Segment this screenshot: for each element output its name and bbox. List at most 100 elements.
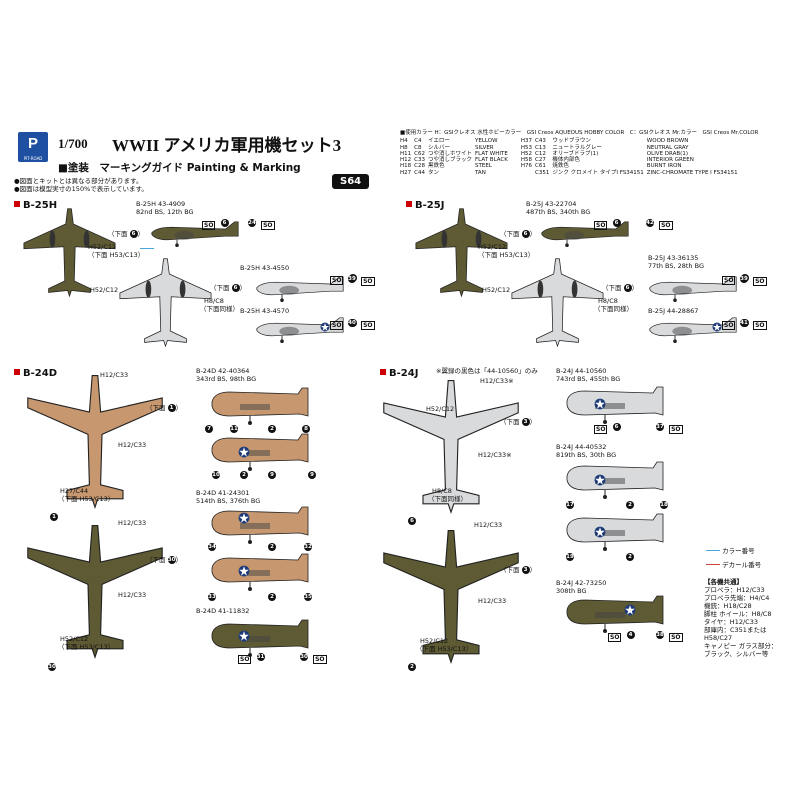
roundel-icon bbox=[320, 322, 330, 332]
b24d-aircraft-3-label: B-24D 41-11832 bbox=[196, 607, 250, 615]
b24j-color-callout-under: （下面 H53/C13） bbox=[416, 645, 473, 653]
decal-number: 2 bbox=[408, 656, 416, 675]
b24d-decal-row: 10 bbox=[212, 470, 220, 479]
b24d-color-callout-under: （下面 H53/C13） bbox=[58, 495, 115, 503]
b24d-decal-row: 7 bbox=[205, 418, 213, 437]
b24d-decal-row: 9 bbox=[308, 464, 316, 483]
section-title-b24j: B-24J bbox=[380, 368, 418, 379]
b24j-color-callout: H52/C12 bbox=[420, 637, 449, 645]
roundel-icon bbox=[238, 565, 250, 577]
roundel-icon bbox=[594, 474, 606, 486]
b25j-decal-group: 39 SO bbox=[740, 274, 767, 286]
b25j-underside-note: （下面 6） bbox=[602, 284, 639, 292]
common-line: 脚柱 ホイール：H8/C8 bbox=[704, 610, 772, 618]
b24j-underside-note: （下面 3） bbox=[500, 566, 537, 574]
b24d-decal-group: SO 31 bbox=[238, 652, 265, 664]
decal-number: 6 bbox=[408, 510, 416, 529]
b24d-side-tan-4 bbox=[200, 552, 320, 592]
b24d-decal-row: 2 bbox=[268, 536, 276, 555]
b24j-color-callout: H12/C33※ bbox=[478, 451, 512, 459]
brand-logo: P PIT-ROAD bbox=[18, 132, 48, 162]
section-title-b25j: B-25J bbox=[406, 200, 444, 211]
b25h-color-callout-under: （下面 H53/C13） bbox=[88, 251, 145, 259]
roundel-icon bbox=[594, 526, 606, 538]
b25h-color-callout: H8/C8 bbox=[204, 297, 224, 305]
b25h-decal-group: SO 6 bbox=[202, 212, 229, 231]
b24d-decal-row: 2 bbox=[268, 418, 276, 437]
b25h-color-callout: H52/C12 bbox=[90, 286, 119, 294]
b24d-color-callout-under: （下面 H53/C13） bbox=[58, 643, 115, 651]
common-line: 機銃：H18/C28 bbox=[704, 602, 752, 610]
b24d-underside-note: （下面 1） bbox=[146, 404, 183, 412]
b24d-top-tan bbox=[20, 370, 170, 510]
common-line: 部庫内：C351または bbox=[704, 626, 767, 634]
roundel-icon bbox=[712, 322, 722, 332]
b25j-color-callout: H8/C8 bbox=[598, 297, 618, 305]
b25h-decal-group: 39 SO bbox=[348, 274, 375, 286]
b25h-underside-note: （下面 6） bbox=[210, 284, 247, 292]
b25h-color-callout-under: （下面同様） bbox=[200, 305, 239, 313]
b24j-decal-group: SO 6 bbox=[594, 416, 621, 435]
b24j-color-callout: H8/C8 bbox=[432, 487, 452, 495]
section-title-b24d: B-24D bbox=[14, 368, 57, 379]
roundel-icon bbox=[238, 630, 250, 642]
scale-label: 1/700 bbox=[58, 136, 88, 151]
b24d-decal-row: 33 bbox=[208, 592, 216, 601]
b25j-decal-group: SO 6 bbox=[594, 212, 621, 231]
b24j-decal-group: 38 SO bbox=[656, 630, 683, 642]
b24d-decal-row: 8 bbox=[302, 418, 310, 437]
b25h-underside-note: （下面 6） bbox=[108, 230, 145, 238]
common-line: ブラック、シルバー等 bbox=[704, 650, 769, 658]
b24d-color-callout: H52/C12 bbox=[60, 635, 89, 643]
b24j-decal-row: 18 bbox=[660, 500, 668, 509]
note-scale: ●図面は模型実寸の150%で表示しています。 bbox=[14, 185, 148, 193]
b25j-aircraft-3-label: B-25J 44-28867 bbox=[648, 307, 699, 315]
section-title-b25h: B-25H bbox=[14, 200, 57, 211]
b24d-color-callout: H12/C33 bbox=[100, 371, 129, 379]
product-code-badge: S64 bbox=[332, 174, 370, 189]
common-heading: 【各機共通】 bbox=[704, 578, 743, 586]
palette-heading: ■使用カラー H：GSIクレオス 水性ホビーカラー GSI Creos AQUE… bbox=[400, 130, 759, 136]
b24j-decal-row: 17 bbox=[566, 500, 574, 509]
b25j-top-silver bbox=[510, 255, 605, 350]
b25j-color-callout-under: （下面 H53/C13） bbox=[478, 251, 535, 259]
b24j-color-callout-under: （下面同様） bbox=[428, 495, 467, 503]
b25h-color-callout: H52/C12 bbox=[88, 243, 117, 251]
b25j-color-callout-under: （下面同様） bbox=[594, 305, 633, 313]
b24j-color-callout: H12/C33※ bbox=[480, 377, 514, 385]
b25h-decal-group: 24 SO bbox=[248, 218, 275, 230]
common-line: プロペラ先端：H4/C4 bbox=[704, 594, 770, 602]
roundel-icon bbox=[238, 446, 250, 458]
b24j-color-callout: H12/C33 bbox=[478, 597, 507, 605]
decal-number: 30 bbox=[48, 662, 56, 671]
roundel-icon bbox=[624, 604, 636, 616]
common-line: H58/C27 bbox=[704, 634, 733, 642]
common-line: キャノピー ガラス部分： bbox=[704, 642, 778, 650]
b24j-top-olive bbox=[376, 525, 526, 665]
b24d-decal-row: 9 bbox=[268, 464, 276, 483]
common-line: プロペラ：H12/C33 bbox=[704, 586, 765, 594]
roundel-icon bbox=[594, 398, 606, 410]
b24d-color-callout: H27/C44 bbox=[60, 487, 89, 495]
page-subtitle: ■塗装 マーキングガイド Painting & Marking bbox=[58, 162, 301, 174]
b24d-decal-row: 11 bbox=[230, 424, 238, 433]
b25h-decal-group: 40 SO bbox=[348, 318, 375, 330]
b24d-decal-row: 32 bbox=[304, 542, 312, 551]
legend-decal-number: デカール番号 bbox=[706, 561, 761, 570]
b25h-top-silver bbox=[118, 255, 213, 350]
